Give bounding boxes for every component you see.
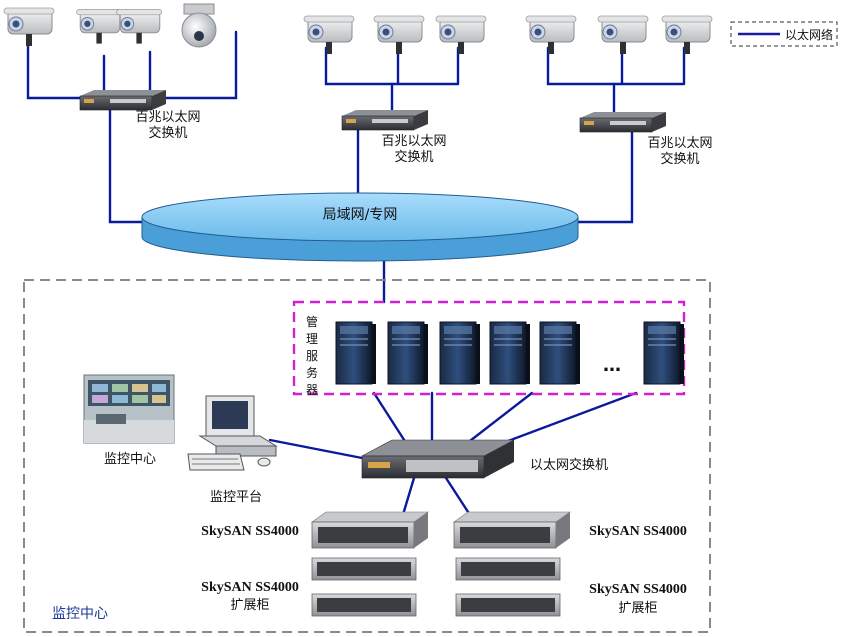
link-right-switch-lan bbox=[570, 128, 634, 224]
storage-left-exp-label-2: 扩展柜 bbox=[230, 598, 270, 613]
camera-left-3 bbox=[116, 8, 163, 45]
camera-mid-2 bbox=[373, 15, 425, 55]
server-1 bbox=[335, 321, 377, 385]
legend-label: 以太网络 bbox=[785, 28, 834, 42]
camera-left-2 bbox=[76, 8, 123, 45]
center-switch bbox=[361, 439, 515, 479]
camera-right-2 bbox=[597, 15, 649, 55]
switch-left-label: 百兆以太网 交换机 bbox=[135, 110, 201, 141]
platform-computer bbox=[187, 395, 278, 471]
legend bbox=[730, 21, 838, 47]
server-6 bbox=[643, 321, 685, 385]
link-right-cams bbox=[546, 46, 686, 86]
server-2 bbox=[387, 321, 429, 385]
camera-mid-3 bbox=[435, 15, 487, 55]
storage-exp-right-2 bbox=[455, 593, 561, 617]
camera-left-1 bbox=[3, 7, 55, 47]
link-left-switch-lan bbox=[108, 108, 152, 224]
storage-main-left bbox=[311, 511, 429, 549]
storage-right-main-label: SkySAN SS4000 bbox=[589, 524, 687, 539]
link-mid-cams bbox=[324, 46, 460, 86]
link-platform-switch bbox=[268, 438, 364, 460]
switch-right bbox=[579, 111, 667, 133]
server-5 bbox=[539, 321, 581, 385]
server-3 bbox=[439, 321, 481, 385]
dome-camera bbox=[181, 3, 217, 48]
storage-left-main-label: SkySAN SS4000 bbox=[201, 524, 299, 539]
storage-right-exp-label-1: SkySAN SS4000 bbox=[589, 582, 687, 597]
link-switch-storage-left bbox=[400, 476, 416, 520]
monitoring-center-zone bbox=[23, 279, 711, 633]
link-left-dome bbox=[160, 30, 238, 100]
storage-main-right bbox=[453, 511, 571, 549]
monitor-room-image bbox=[83, 374, 175, 444]
switch-mid-label: 百兆以太网 交换机 bbox=[381, 134, 447, 165]
lan-network bbox=[141, 192, 579, 262]
storage-exp-left-1 bbox=[311, 557, 417, 581]
camera-right-3 bbox=[661, 15, 713, 55]
storage-exp-left-2 bbox=[311, 593, 417, 617]
zone-label: 监控中心 bbox=[52, 606, 108, 622]
link-switch-storage-right bbox=[444, 476, 474, 520]
storage-right-exp-label-2: 扩展柜 bbox=[618, 601, 658, 616]
server-4 bbox=[489, 321, 531, 385]
storage-exp-right-1 bbox=[455, 557, 561, 581]
storage-left-exp-label-1: SkySAN SS4000 bbox=[201, 580, 299, 595]
monitor-room-label: 监控中心 bbox=[103, 452, 156, 467]
lan-label: 局域网/专网 bbox=[322, 207, 398, 223]
link-servers-switch bbox=[372, 391, 638, 448]
camera-mid-1 bbox=[303, 15, 355, 55]
camera-right-1 bbox=[525, 15, 577, 55]
server-group-label: 管理服务器 bbox=[305, 315, 318, 397]
server-ellipsis: … bbox=[603, 355, 621, 376]
center-switch-label: 以太网交换机 bbox=[530, 458, 609, 473]
switch-left bbox=[79, 89, 167, 111]
link-left-cam1 bbox=[26, 38, 112, 100]
platform-label: 监控平台 bbox=[209, 490, 262, 505]
switch-mid bbox=[341, 109, 429, 131]
switch-right-label: 百兆以太网 交换机 bbox=[647, 136, 713, 167]
